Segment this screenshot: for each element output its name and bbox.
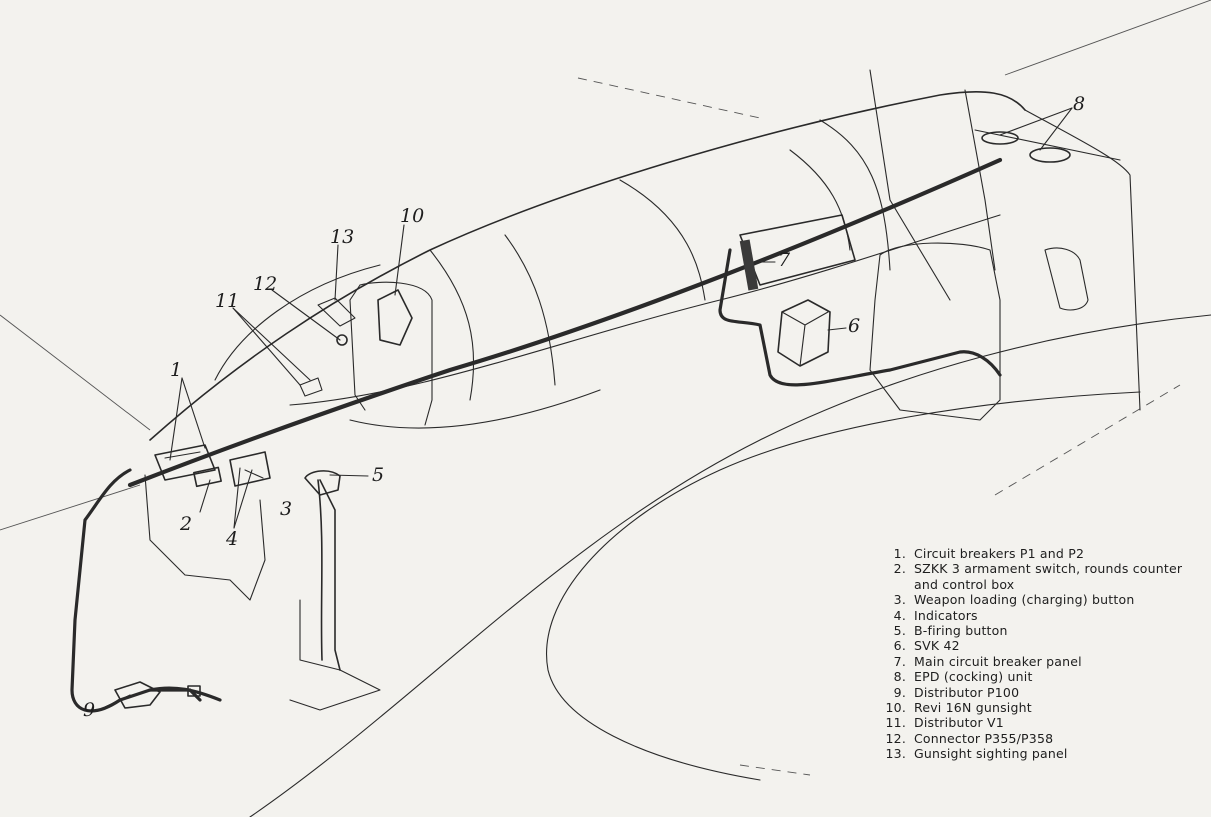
callout-4: 4 [225,528,238,550]
legend-item: 12. Connector P355/P358 [873,731,1182,746]
callout-10: 10 [400,205,424,227]
callout-7: 7 [778,249,791,271]
distributor-p100 [114,681,201,709]
rear-frame-top [974,129,1121,161]
legend-item: 6. SVK 42 [873,638,1182,653]
legend-text: Gunsight sighting panel [914,746,1068,762]
legend-text: Distributor P100 [914,684,1020,700]
connector-p355-p358 [336,334,348,346]
callout-5: 5 [372,464,384,486]
legend-item: 4. Indicators [873,608,1182,623]
legend-text: EPD (cocking) unit [914,669,1033,685]
wing-dashed-line-top [577,77,761,119]
legend-number: 12. [885,730,906,746]
wing-dashed-line-bottom [739,764,811,776]
revi-16n-gunsight [349,281,433,426]
callout-6: 6 [848,315,860,337]
szkk3-switch-box [193,466,222,488]
canopy-frame-6 [819,119,891,271]
epd-cocking-units [981,131,1071,163]
rear-post-right [964,89,996,271]
legend-item: 2. SZKK 3 armament switch, rounds counter [873,561,1182,576]
legend-number: 11. [885,715,906,731]
legend-text: Weapon loading (charging) button [914,592,1135,608]
cable-to-svk [718,248,1002,387]
callout-13: 13 [330,226,354,248]
cable-to-firing-button [319,479,341,671]
legend-text: B-firing button [914,623,1008,639]
callout-12: 12 [253,273,277,295]
main-circuit-breaker-panel [739,214,856,291]
legend-text: Circuit breakers P1 and P2 [914,546,1085,561]
oxygen-bottle [1044,247,1089,311]
legend-number: 2. [893,561,906,577]
wing-upper-line [1004,0,1211,76]
control-column-base [289,599,381,711]
callout-2: 2 [179,513,192,535]
legend-number: 1. [893,546,906,561]
canopy-frame-1 [214,264,381,381]
callout-1: 1 [170,359,182,381]
legend-item: 7. Main circuit breaker panel [873,654,1182,669]
legend-text: Main circuit breaker panel [914,653,1082,669]
canopy-frame-3 [504,234,556,386]
legend-number [873,577,914,592]
wing-leading-edge-line [0,314,151,431]
wing-trailing-line [0,484,141,531]
legend-text: SVK 42 [914,638,960,654]
wing-dashed-line-right [994,384,1181,496]
legend-item: 9. Distributor P100 [873,685,1182,700]
svk42-box [777,299,831,367]
canopy-frame-2 [429,249,475,401]
legend-number: 7. [893,653,906,669]
gunsight-sighting-panel [317,297,356,327]
legend-text: and control box [914,576,1015,592]
wing-root-curve [546,391,1141,781]
legend-text: Revi 16N gunsight [914,700,1032,716]
firing-button [304,470,341,496]
rear-bulkhead [1024,109,1141,411]
callout-leaders [104,107,1073,708]
legend-number: 10. [885,700,906,716]
legend-number: 6. [893,638,906,654]
legend-number: 3. [893,592,906,608]
control-column-stick [317,479,323,661]
distributor-v1 [299,377,323,397]
legend-item: 13. Gunsight sighting panel [873,746,1182,761]
legend-item: 1. Circuit breakers P1 and P2 [873,546,1182,561]
legend-number: 8. [893,669,906,685]
component-legend: 1. Circuit breakers P1 and P2 2. SZKK 3 ar… [873,546,1182,762]
seat-armour [869,242,1001,421]
main-cable-run [127,157,1003,488]
legend-item: and control box [873,577,1182,592]
wing-large-curve [249,314,1211,817]
canopy-sill [349,389,601,429]
fuselage-top-outline [149,90,1026,441]
legend-number: 13. [885,746,906,762]
legend-number: 4. [893,607,906,623]
legend-number: 5. [893,623,906,639]
canopy-frame-4 [619,179,706,301]
callout-3: 3 [280,498,292,520]
callout-9: 9 [83,699,95,721]
legend-text: Connector P355/P358 [914,730,1054,746]
legend-item: 3. Weapon loading (charging) button [873,592,1182,607]
loading-button-indicators [229,451,271,487]
legend-text: SZKK 3 armament switch, rounds counter [914,561,1183,577]
rear-post-left [869,69,951,301]
instrument-panel-shape [144,474,266,601]
cable-lower-loop [70,468,222,713]
legend-text: Indicators [914,607,978,623]
legend-item: 8. EPD (cocking) unit [873,669,1182,684]
legend-item: 5. B-firing button [873,623,1182,638]
legend-item: 11. Distributor V1 [873,715,1182,730]
callout-8: 8 [1073,93,1085,115]
callout-11: 11 [215,290,239,312]
canopy-lower-rail [289,214,1001,406]
legend-text: Distributor V1 [914,715,1004,731]
legend-number: 9. [893,684,906,700]
legend-item: 10. Revi 16N gunsight [873,700,1182,715]
